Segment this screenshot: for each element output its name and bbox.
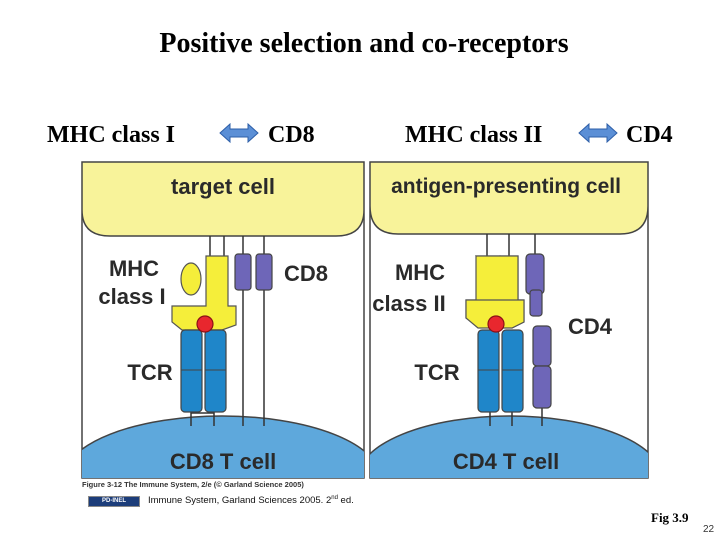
source-text: Immune System, Garland Sciences 2005. 2 xyxy=(148,495,332,507)
cd8-t-cell-label: CD8 T cell xyxy=(170,449,276,474)
left-panel: target cell MHC class I CD8 TCR CD8 T ce… xyxy=(81,161,365,479)
slide-title: Positive selection and co-receptors xyxy=(159,28,569,59)
figure-caption: Figure 3-12 The Immune System, 2/e (© Ga… xyxy=(82,480,304,489)
left-mhc-heading: MHC class I xyxy=(47,122,175,148)
target-cell-membrane xyxy=(82,162,364,237)
peptide-right xyxy=(487,315,505,333)
double-arrow-icon xyxy=(578,122,618,144)
mhc-class-ii xyxy=(465,255,525,329)
cd4-coreceptor xyxy=(525,253,552,409)
tcr-label-left: TCR xyxy=(127,360,172,385)
right-coreceptor-heading: CD4 xyxy=(626,122,673,148)
apc-label: antigen-presenting cell xyxy=(391,175,621,198)
double-arrow-icon xyxy=(219,122,259,144)
tcr-left xyxy=(180,329,227,413)
cd8-coreceptor xyxy=(234,253,273,291)
tcr-label-right: TCR xyxy=(414,360,459,385)
source-end: ed. xyxy=(337,495,354,507)
source-superscript: nd xyxy=(331,495,338,502)
source-citation: Immune System, Garland Sciences 2005. 2n… xyxy=(148,495,354,506)
cd4-t-cell-membrane xyxy=(370,415,648,478)
cd4-label: CD4 xyxy=(568,314,613,339)
cd4-t-cell-label: CD4 T cell xyxy=(453,449,559,474)
page-number: 22 xyxy=(703,524,715,535)
mhc-class-label-right: class II xyxy=(372,291,445,316)
mhc-label-right: MHC xyxy=(395,260,445,285)
tcr-right xyxy=(477,329,524,413)
target-cell-label: target cell xyxy=(171,174,275,199)
right-panel: antigen-presenting cell MHC class II CD4… xyxy=(369,161,649,479)
mhc-class-label-left: class I xyxy=(98,284,165,309)
mhc-label-left: MHC xyxy=(109,256,159,281)
mhc-class-i xyxy=(171,255,237,331)
peptide-left xyxy=(196,315,214,333)
right-mhc-heading: MHC class II xyxy=(405,122,543,148)
cd8-label: CD8 xyxy=(284,261,328,286)
license-badge: PD-INEL xyxy=(88,495,140,507)
apc-membrane xyxy=(370,162,648,235)
left-coreceptor-heading: CD8 xyxy=(268,122,315,148)
license-line: PD-INEL Immune System, Garland Sciences … xyxy=(88,495,354,507)
cd8-t-cell-membrane xyxy=(82,415,364,478)
figure-reference: Fig 3.9 xyxy=(651,510,689,525)
